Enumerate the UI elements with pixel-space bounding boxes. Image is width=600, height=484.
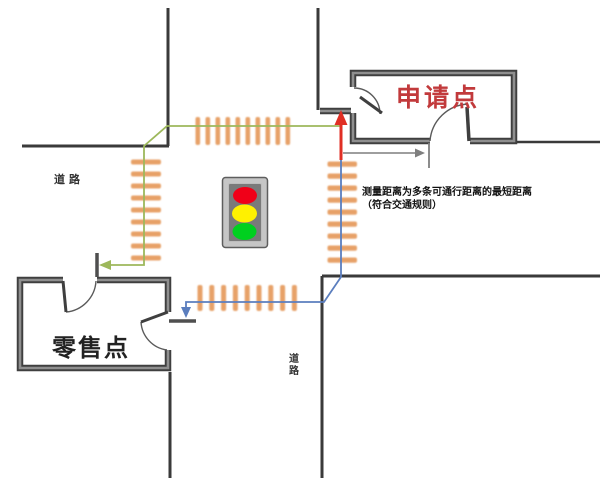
dimension-arrow <box>343 148 425 158</box>
door-arc <box>140 321 168 351</box>
door-leaf <box>140 310 169 324</box>
retail-point-label: 零售点 <box>52 335 130 362</box>
green-light <box>232 223 257 240</box>
door-leaf <box>465 106 471 142</box>
route-green-line <box>104 125 341 266</box>
crosswalk-bottom <box>197 285 300 311</box>
application-point-building <box>320 73 514 168</box>
application-point-label: 申请点 <box>396 84 481 112</box>
crosswalk-top <box>195 117 292 145</box>
entrance-arrow-red <box>334 110 348 160</box>
crosswalk-right <box>327 161 357 264</box>
route-blue-arrowhead <box>181 307 191 318</box>
crosswalks <box>131 117 357 311</box>
dimension-arrowhead <box>415 148 425 158</box>
route-blue <box>181 158 342 318</box>
route-green-arrowhead <box>99 260 111 270</box>
road-edges <box>22 8 600 478</box>
entrance-arrow-head <box>334 110 348 125</box>
traffic-light-icon <box>221 176 269 249</box>
route-blue-line <box>185 158 342 311</box>
road-label-left: 道路 <box>54 174 84 186</box>
route-green <box>99 125 341 270</box>
measurement-annotation-line2: （符合交通规则） <box>362 199 442 211</box>
road-label-bottom: 道路 <box>289 354 299 377</box>
retail-point-building <box>20 253 196 368</box>
measurement-annotation-line1: 测量距离为多条可通行距离的最短距离 <box>362 187 532 198</box>
crosswalk-left <box>131 159 161 262</box>
yellow-light <box>232 204 257 223</box>
measurement-annotation: 测量距离为多条可通行距离的最短距离 （符合交通规则） <box>362 187 587 212</box>
door-leaf <box>61 280 68 313</box>
door-leaf <box>359 95 383 115</box>
door-arc <box>429 103 469 142</box>
door-arc <box>65 280 97 313</box>
red-light <box>233 187 257 204</box>
